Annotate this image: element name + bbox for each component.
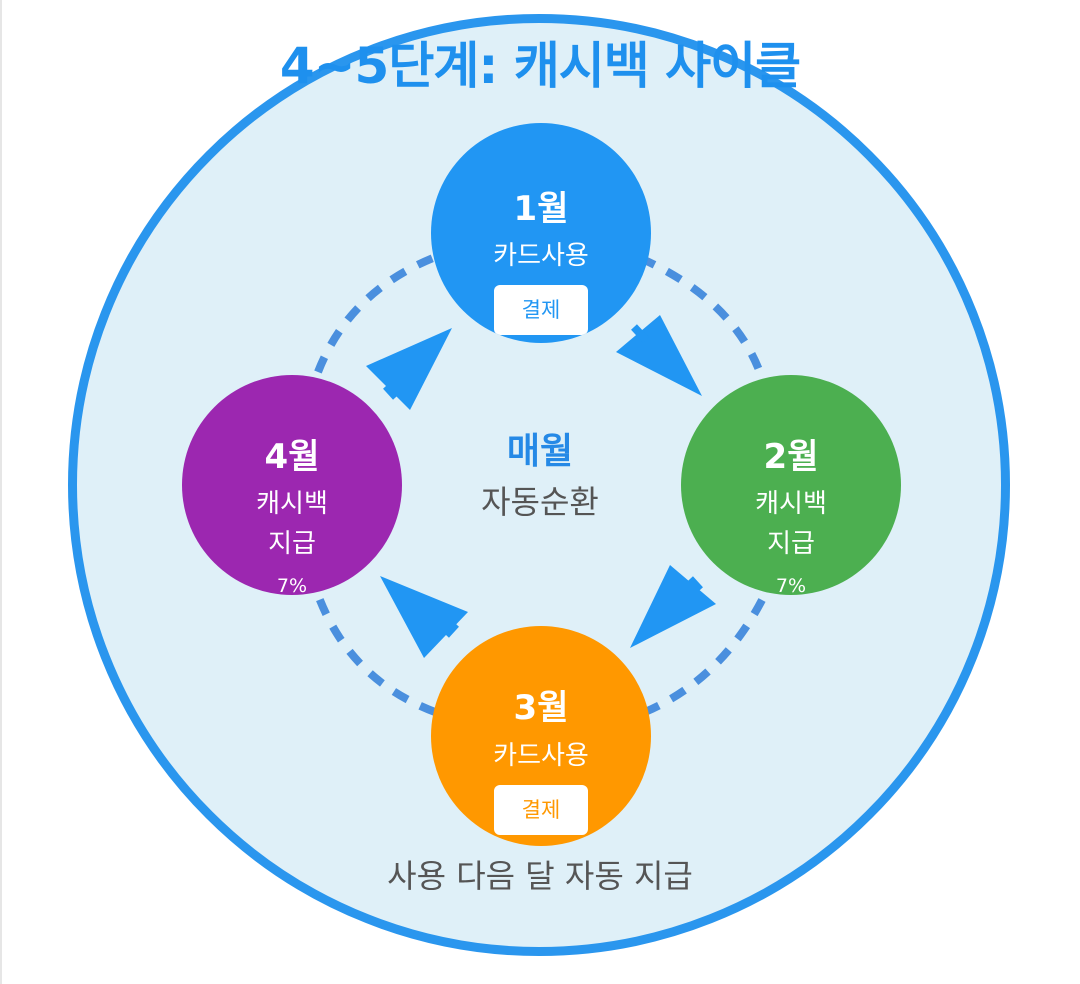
month-label: 4월 [264, 437, 320, 477]
cashback-percent: 7% [775, 575, 807, 595]
month-node-mar: 3월 카드사용 결제 [431, 626, 651, 846]
payment-badge: 결제 [494, 285, 588, 335]
month-label: 1월 [513, 189, 569, 229]
center-label-main: 매월 [506, 431, 574, 472]
arrow-mar-to-apr-icon [380, 576, 468, 658]
node-caption: 카드사용 [493, 241, 589, 271]
month-node-feb: 2월 캐시백 지급 7% [681, 375, 901, 595]
cashback-percent: 7% [276, 575, 308, 595]
month-node-apr: 4월 캐시백 지급 7% [182, 375, 402, 595]
month-label: 3월 [513, 688, 569, 728]
dashed-path-jan-feb [638, 254, 766, 380]
dashed-path-apr-jan [314, 252, 440, 374]
node-caption: 카드사용 [493, 741, 589, 771]
month-label: 2월 [763, 437, 819, 477]
node-caption-second: 지급 [268, 529, 316, 559]
page-left-edge [0, 0, 2, 984]
footer-note: 사용 다음 달 자동 지급 [387, 857, 693, 895]
payment-badge: 결제 [494, 785, 588, 835]
diagram-title: 4~5단계: 캐시백 사이클 [279, 37, 801, 95]
month-node-jan: 1월 카드사용 결제 [431, 123, 651, 343]
arrow-apr-to-jan-icon [366, 328, 452, 410]
node-caption: 캐시백 [755, 489, 827, 519]
center-label-sub: 자동순환 [481, 483, 599, 521]
node-caption-second: 지급 [767, 529, 815, 559]
node-caption: 캐시백 [256, 489, 328, 519]
arrow-feb-to-mar-icon [630, 565, 716, 648]
arrow-jan-to-feb-icon [616, 315, 702, 396]
